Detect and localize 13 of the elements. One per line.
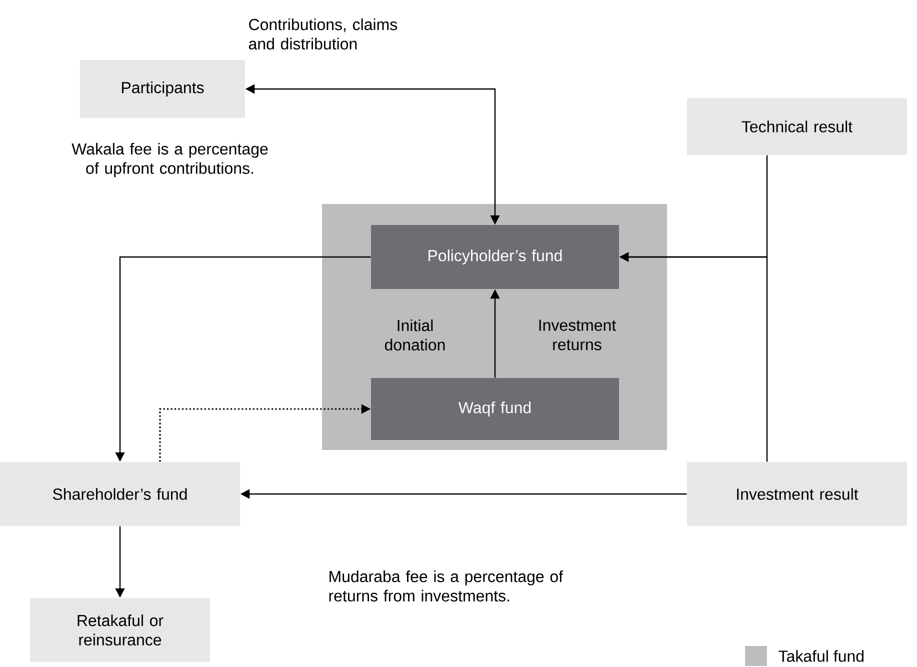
entity-box: Investment result <box>687 462 907 526</box>
entity-box: Shareholder’s fund <box>0 462 240 526</box>
entity-box: Retakaful or reinsurance <box>30 598 210 662</box>
note: Mudaraba fee is a percentage of returns from investments. <box>329 570 564 602</box>
note: Contributions, claims and distribution <box>248 18 398 50</box>
entity-box: Participants <box>80 60 245 118</box>
note: Initial donation <box>384 319 445 351</box>
fund-box: Policyholder’s fund <box>371 225 619 289</box>
legend-label: Takaful fund <box>778 650 864 662</box>
note: Wakala fee is a percentage of upfront contributions. <box>72 142 268 178</box>
note: Investment returns <box>539 320 616 350</box>
fund-box: Waqf fund <box>371 378 619 440</box>
entity-box: Technical result <box>687 98 907 155</box>
